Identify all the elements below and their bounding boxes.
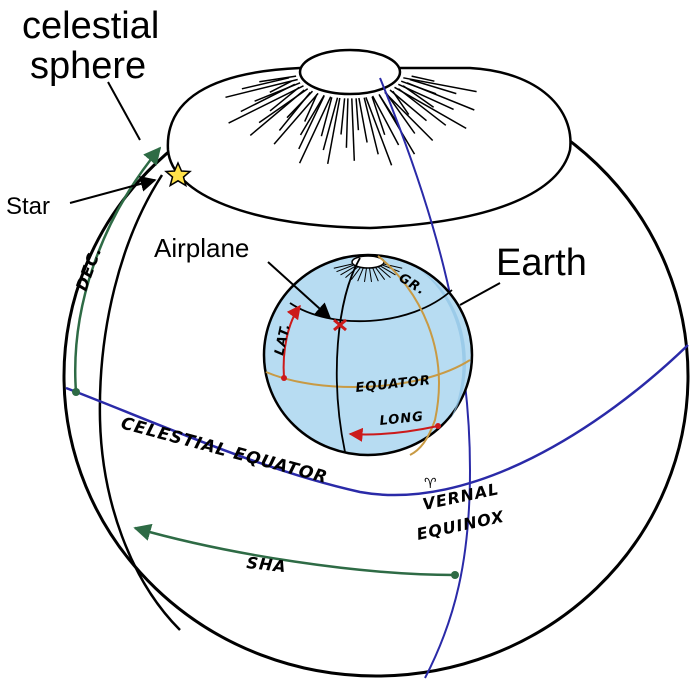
earth-cap-ray xyxy=(350,266,362,281)
cap-ray xyxy=(254,82,301,102)
earth-leader xyxy=(459,282,501,306)
cap-ray xyxy=(326,97,341,165)
cap-ray xyxy=(269,80,292,93)
long-arrow xyxy=(348,425,439,442)
earth-cap-ray xyxy=(345,266,359,278)
cap-ray xyxy=(392,90,410,116)
earth-cap-ray xyxy=(336,264,355,273)
earth-cap-ray xyxy=(383,263,403,269)
star-icon xyxy=(164,161,192,188)
earth-cap-ray xyxy=(369,267,372,282)
celestial-sphere-label-2: sphere xyxy=(30,45,146,87)
celestial-sphere-leader xyxy=(107,81,141,141)
star-pointer-arrow xyxy=(69,176,157,204)
earth-cap-ray xyxy=(340,265,357,276)
cap-ray xyxy=(406,82,475,111)
cap-ray xyxy=(241,77,290,90)
airplane-marker-icon xyxy=(333,318,347,332)
celestial-sphere-label-1: celestial xyxy=(22,5,159,47)
sha-origin-dot xyxy=(451,571,459,579)
earth-equator-line xyxy=(265,359,471,388)
cap-ray xyxy=(363,97,379,155)
cap-ray xyxy=(365,97,393,166)
long-label: LONG xyxy=(379,409,425,429)
earth-label: Earth xyxy=(496,242,587,284)
cap-ray xyxy=(403,77,477,93)
lat-label: LAT. xyxy=(272,322,293,357)
cap-ray xyxy=(258,88,309,124)
cap-ray xyxy=(298,95,325,150)
cap-ray xyxy=(273,92,319,145)
airplane-pointer-arrow xyxy=(267,261,332,320)
cap-ray xyxy=(340,98,346,135)
cap-ray xyxy=(402,85,435,108)
star-meridian xyxy=(98,174,181,631)
earth-cap-ray xyxy=(333,263,353,269)
dec-arrow xyxy=(74,146,162,393)
sha-label: SHA xyxy=(246,553,288,576)
cap-ray xyxy=(322,97,339,151)
lat-arrow xyxy=(282,304,301,379)
cap-ray xyxy=(384,91,434,142)
earth-cap-ray xyxy=(374,266,386,281)
cap-ray xyxy=(299,94,325,136)
airplane-label: Airplane xyxy=(154,233,249,263)
star-label: Star xyxy=(6,193,50,220)
vernal-equinox-meridian xyxy=(379,77,472,679)
dec-origin-dot xyxy=(72,388,80,396)
earth-cap-ray xyxy=(379,265,396,276)
celestial-equator-line xyxy=(65,344,689,497)
earth-cap-ray xyxy=(372,267,379,282)
cap-ray xyxy=(351,98,356,161)
cap-ray xyxy=(345,98,349,148)
cap-ray xyxy=(371,96,386,136)
aries-symbol: ♈ xyxy=(424,476,438,492)
pole-cap xyxy=(166,48,572,230)
cap-ray xyxy=(304,94,318,122)
cap-ray xyxy=(228,85,304,124)
cap-ray xyxy=(371,95,400,146)
cap-ray xyxy=(355,98,360,131)
cap-ray xyxy=(286,90,314,119)
airplane-meridian xyxy=(335,257,361,453)
cap-ray xyxy=(378,94,416,155)
cap-ray xyxy=(225,78,298,99)
earth-cap-ray xyxy=(364,267,367,282)
earth-cap-ray xyxy=(357,267,364,282)
cap-ray xyxy=(409,78,457,95)
cap-ray xyxy=(320,97,333,137)
earth-globe xyxy=(262,253,474,457)
sha-arrow xyxy=(133,523,456,577)
cap-ray xyxy=(411,75,435,82)
greenwich-meridian xyxy=(377,255,440,456)
earth-cap-ray xyxy=(377,266,391,278)
cap-ray xyxy=(397,88,447,126)
cap-ray xyxy=(358,97,368,143)
cap-ray xyxy=(385,92,416,134)
cap-ray xyxy=(259,75,297,83)
cap-ray xyxy=(298,96,332,164)
